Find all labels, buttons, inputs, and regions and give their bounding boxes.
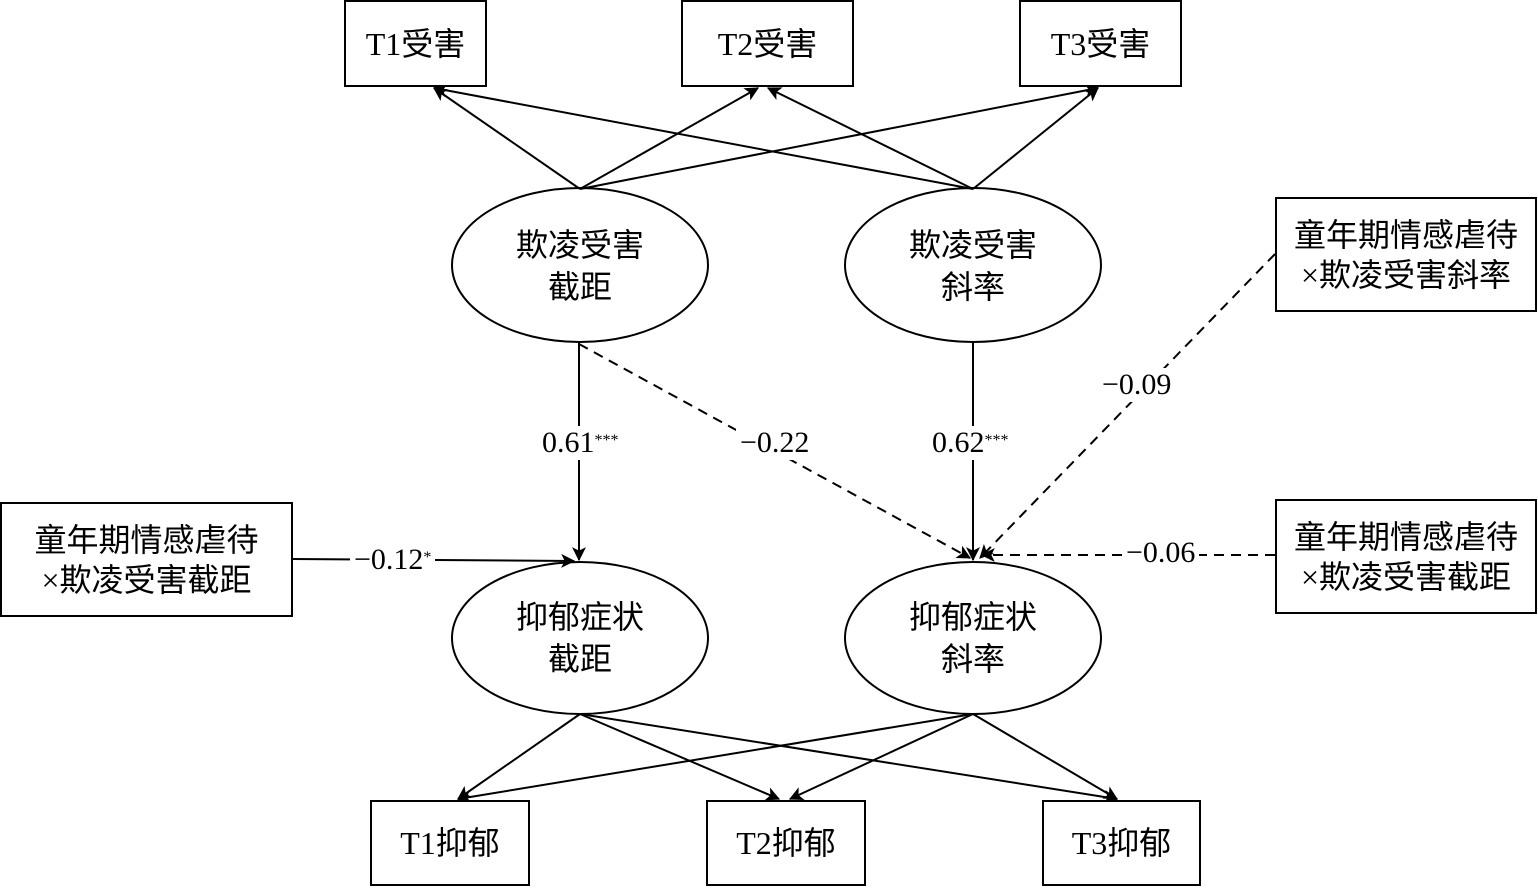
coef-bi-di: 0.61*** <box>538 426 623 460</box>
label-dep-slope: 抑郁症状 斜率 <box>908 599 1037 677</box>
path-di-t2 <box>579 713 781 801</box>
path-bi-t2 <box>579 87 760 190</box>
box-moderator-right-bottom: 童年期情感虐待 ×欺凌受害截距 <box>1275 499 1537 614</box>
box-t1-depression: T1抑郁 <box>370 800 530 886</box>
coef-modrb-ds: −0.06 <box>1122 536 1200 570</box>
box-t1-victimization: T1受害 <box>344 0 487 87</box>
path-bs-t2 <box>766 87 974 190</box>
coef-bi-ds: −0.22 <box>736 426 814 460</box>
box-t3-depression: T3抑郁 <box>1042 800 1201 886</box>
label-bully-slope: 欺凌受害 斜率 <box>908 227 1037 305</box>
path-ds-t1 <box>456 713 974 804</box>
label-bully-intercept: 欺凌受害 截距 <box>515 227 644 305</box>
box-moderator-right-top: 童年期情感虐待 ×欺凌受害斜率 <box>1275 197 1537 312</box>
box-t2-depression: T2抑郁 <box>706 800 866 886</box>
path-bs-t1 <box>432 83 974 190</box>
path-ds-t3 <box>972 713 1119 800</box>
path-modrt-ds <box>979 253 1276 559</box>
box-t2-victimization: T2受害 <box>681 0 854 87</box>
path-di-t1 <box>457 713 581 800</box>
box-t3-victimization: T3受害 <box>1019 0 1182 87</box>
path-bi-t3 <box>579 83 1100 190</box>
coef-modleft-di: −0.12* <box>350 543 436 577</box>
path-bi-t1 <box>433 87 581 190</box>
coef-modrt-ds: −0.09 <box>1098 368 1176 402</box>
path-bs-t3 <box>972 87 1099 190</box>
label-dep-intercept: 抑郁症状 截距 <box>515 599 644 677</box>
path-ds-t2 <box>788 713 974 800</box>
path-di-t3 <box>579 713 1119 804</box>
box-moderator-left: 童年期情感虐待 ×欺凌受害截距 <box>0 502 293 617</box>
coef-bs-ds: 0.62*** <box>928 426 1013 460</box>
